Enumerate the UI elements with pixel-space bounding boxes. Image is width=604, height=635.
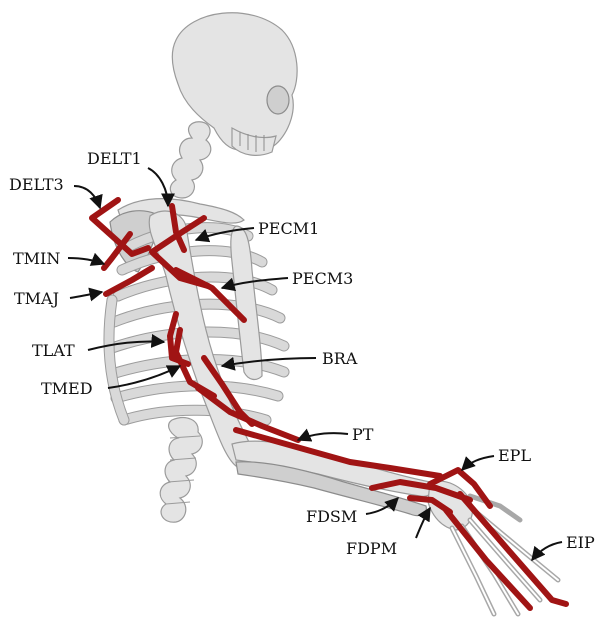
label-tmed: TMED <box>41 379 93 398</box>
label-eip: EIP <box>566 533 595 552</box>
cervical-spine <box>170 122 210 198</box>
label-pecm3: PECM3 <box>292 269 353 288</box>
label-pecm1: PECM1 <box>258 219 319 238</box>
arrow-pt <box>298 433 348 440</box>
arrow-tmaj <box>70 292 102 298</box>
arrow-eip <box>532 542 562 560</box>
label-pt: PT <box>352 425 374 444</box>
label-delt1: DELT1 <box>87 149 142 168</box>
arrow-tmin <box>68 258 104 264</box>
label-fdsm: FDSM <box>306 507 357 526</box>
hand-bones <box>428 481 558 614</box>
arrow-epl <box>462 456 494 470</box>
label-epl: EPL <box>498 446 531 465</box>
label-delt3: DELT3 <box>9 175 64 194</box>
label-tlat: TLAT <box>32 341 75 360</box>
muscle-labels: DELT1 DELT3 PECM1 TMIN PECM3 TMAJ TLAT B… <box>9 149 595 558</box>
label-fdpm: FDPM <box>346 539 397 558</box>
forearm-bones <box>232 441 432 515</box>
label-bra: BRA <box>322 349 358 368</box>
thoracolumbar-spine <box>160 418 202 523</box>
label-tmaj: TMAJ <box>14 289 59 308</box>
arrow-delt3 <box>74 186 100 208</box>
label-tmin: TMIN <box>13 249 60 268</box>
